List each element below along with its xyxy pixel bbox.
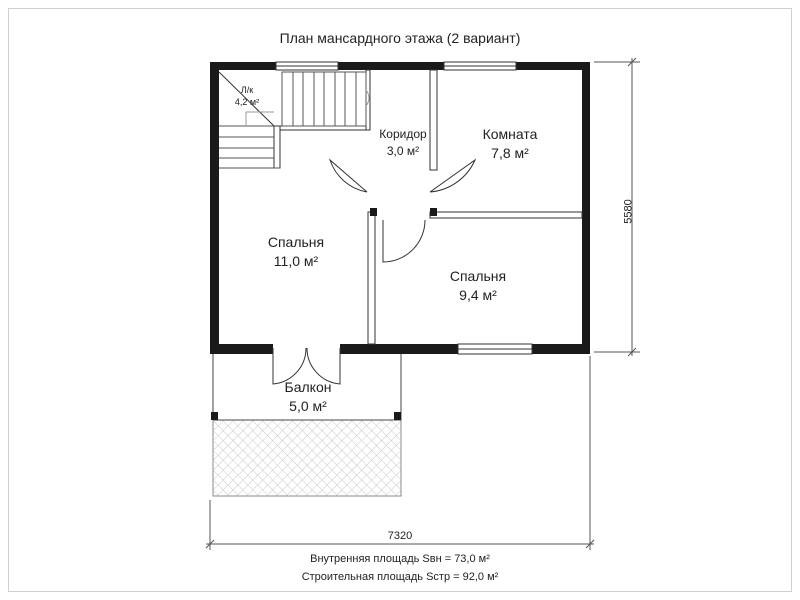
room-bedroom-right-label: Спальня 9,4 м² bbox=[428, 267, 528, 305]
room-corridor-name: Коридор bbox=[379, 127, 427, 141]
room-balcony-area: 5,0 м² bbox=[289, 398, 327, 414]
windows bbox=[275, 61, 533, 355]
partition-post bbox=[430, 208, 437, 216]
inner-area-text: Внутренняя площадь Sвн = 73,0 м² bbox=[310, 553, 490, 565]
room-bedroom-left-area: 11,0 м² bbox=[273, 253, 319, 269]
exterior-walls bbox=[210, 62, 590, 354]
balcony-outline bbox=[212, 350, 402, 421]
room-pk-area: 4,2 м² bbox=[234, 97, 260, 107]
room-pk-name: Л/к bbox=[240, 85, 254, 95]
dimension-width: 7320 bbox=[387, 530, 413, 542]
room-bedroom-left-label: Спальня 11,0 м² bbox=[246, 233, 346, 271]
staircase bbox=[218, 71, 370, 169]
balcony-post bbox=[394, 412, 401, 420]
building-area-text: Строительная площадь Sстр = 92,0 м² bbox=[301, 571, 499, 583]
room-komnata-name: Комната bbox=[482, 126, 538, 142]
room-bedroom-right-name: Спальня bbox=[449, 268, 507, 284]
room-corridor-area: 3,0 м² bbox=[386, 144, 420, 158]
plan-title: План мансардного этажа (2 вариант) bbox=[279, 30, 521, 46]
room-pk-label: Л/к 4,2 м² bbox=[222, 84, 272, 108]
dimension-lines bbox=[205, 57, 640, 550]
room-bedroom-right-area: 9,4 м² bbox=[459, 287, 497, 303]
room-corridor-label: Коридор 3,0 м² bbox=[366, 126, 440, 160]
balcony-post bbox=[211, 412, 218, 420]
page-frame bbox=[8, 8, 792, 592]
balcony-hatch bbox=[212, 419, 402, 497]
doors bbox=[272, 158, 477, 385]
dimension-height: 5580 bbox=[622, 199, 635, 224]
room-komnata-label: Комната 7,8 м² bbox=[464, 125, 556, 163]
room-komnata-area: 7,8 м² bbox=[491, 145, 529, 161]
room-balcony-label: Балкон 5,0 м² bbox=[258, 378, 358, 416]
room-bedroom-left-name: Спальня bbox=[267, 234, 325, 250]
room-balcony-name: Балкон bbox=[284, 379, 332, 395]
partition-post bbox=[370, 208, 377, 216]
